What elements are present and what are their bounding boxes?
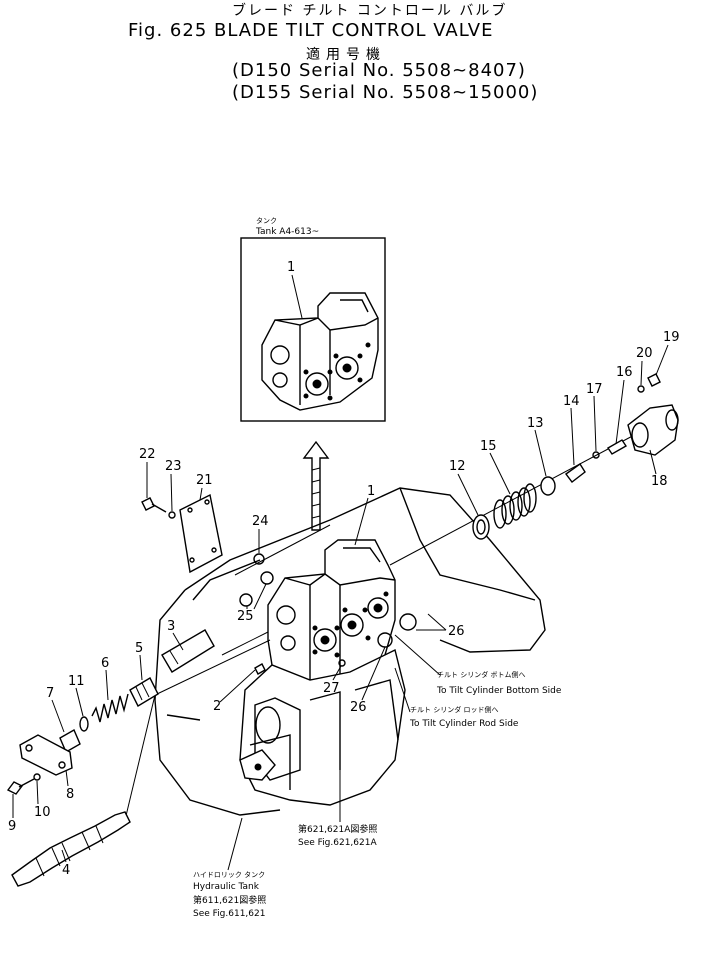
valve-ref-label: See Fig.621,621A [298, 838, 377, 848]
part-10-washer [33, 773, 41, 781]
tank-jp: ハイドロリック タンク [193, 870, 265, 879]
label-part-11: 11 [68, 674, 85, 689]
label-part-1: 1 [367, 484, 375, 499]
part-11-ring [79, 716, 89, 732]
serial-range-d155: (D155 Serial No. 5508~15000) [232, 82, 539, 103]
inset-part-1: 1 [287, 260, 295, 275]
label-part-10: 10 [34, 805, 51, 820]
inset-valve-body [261, 292, 379, 411]
part-7-retainer [59, 729, 81, 753]
inset-tank-jp: タンク [256, 216, 277, 225]
part-4-spool-end [11, 811, 131, 887]
label-part-18: 18 [651, 474, 668, 489]
label-part-25: 25 [237, 609, 254, 624]
label-part-20: 20 [636, 346, 653, 361]
label-part-23: 23 [165, 459, 182, 474]
applicable-models-japanese: 適用号機 [306, 47, 386, 63]
callout-notes: チルト シリンダ ボトム側へ To Tilt Cylinder Bottom S… [193, 634, 562, 919]
label-part-19: 19 [663, 330, 680, 345]
relief-assembly-line [389, 373, 679, 566]
part-5-sleeve [129, 677, 159, 707]
label-part-27: 27 [323, 681, 340, 696]
title-japanese: ブレード チルト コントロール バルブ [232, 3, 508, 19]
label-part-26-a: 26 [448, 624, 465, 639]
label-part-13: 13 [527, 416, 544, 431]
label-part-15: 15 [480, 439, 497, 454]
label-part-16: 16 [616, 365, 633, 380]
hydraulic-tank-outline [154, 487, 546, 816]
rod-side-label: To Tilt Cylinder Rod Side [409, 719, 519, 729]
label-part-17: 17 [586, 382, 603, 397]
part-23-washer [168, 511, 176, 519]
serial-range-d150: (D150 Serial No. 5508~8407) [232, 60, 526, 81]
part-24-oring [253, 553, 265, 565]
part-27-ring [338, 659, 346, 667]
tank-ref-label: See Fig.611,621 [193, 909, 265, 919]
label-part-26-b: 26 [350, 700, 367, 715]
assembly-direction-arrow [302, 440, 330, 531]
label-part-22: 22 [139, 447, 156, 462]
part-21-cover-plate [179, 493, 223, 574]
label-part-6: 6 [101, 656, 109, 671]
figure-title: Fig. 625 BLADE TILT CONTROL VALVE [128, 20, 494, 41]
part-12-ring [472, 514, 490, 540]
part-18-housing [627, 404, 679, 456]
label-part-21: 21 [196, 473, 213, 488]
part-22-bolt [141, 497, 155, 511]
control-valve-body [239, 539, 406, 806]
part-9-bolt [6, 781, 24, 795]
rod-side-jp: チルト シリンダ ロッド側へ [410, 705, 498, 714]
label-part-2: 2 [213, 699, 221, 714]
bottom-side-jp: チルト シリンダ ボトム側へ [437, 670, 525, 679]
label-part-9: 9 [8, 819, 16, 834]
inset-tank-detail: タンク Tank A4-613~ 1 [240, 216, 386, 422]
part-14-poppet [565, 462, 586, 483]
part-19-bolt [647, 373, 661, 387]
part-16-plug [607, 439, 627, 455]
valve-ref-jp: 第621,621A図参照 [298, 823, 377, 835]
spool-assembly-line [6, 629, 271, 887]
label-part-4: 4 [62, 863, 70, 878]
part-17-ring [592, 451, 600, 459]
tank-label: Hydraulic Tank [193, 882, 260, 892]
part-26-oring-a [399, 613, 417, 631]
part-number-labels: 1 2 3 4 5 6 7 8 9 10 11 12 13 14 15 16 1… [8, 330, 680, 878]
part-13-seat [540, 476, 556, 496]
label-part-5: 5 [135, 641, 143, 656]
label-part-12: 12 [449, 459, 466, 474]
label-part-24: 24 [252, 514, 269, 529]
part-25-oring-a [260, 571, 274, 585]
part-6-spring [91, 693, 129, 723]
tank-ref-jp: 第611,621図参照 [193, 894, 266, 906]
label-part-8: 8 [66, 787, 74, 802]
part-2-plug [254, 663, 266, 675]
label-part-7: 7 [46, 686, 54, 701]
inset-tank-label: Tank A4-613~ [255, 227, 319, 237]
part-3-spool [161, 629, 215, 673]
bottom-side-label: To Tilt Cylinder Bottom Side [436, 686, 562, 696]
label-part-3: 3 [167, 619, 175, 634]
label-part-14: 14 [563, 394, 580, 409]
part-20-washer [637, 385, 645, 393]
inset-frame [240, 237, 386, 422]
part-25-oring-b [239, 593, 253, 607]
part-15-spring [493, 483, 537, 529]
